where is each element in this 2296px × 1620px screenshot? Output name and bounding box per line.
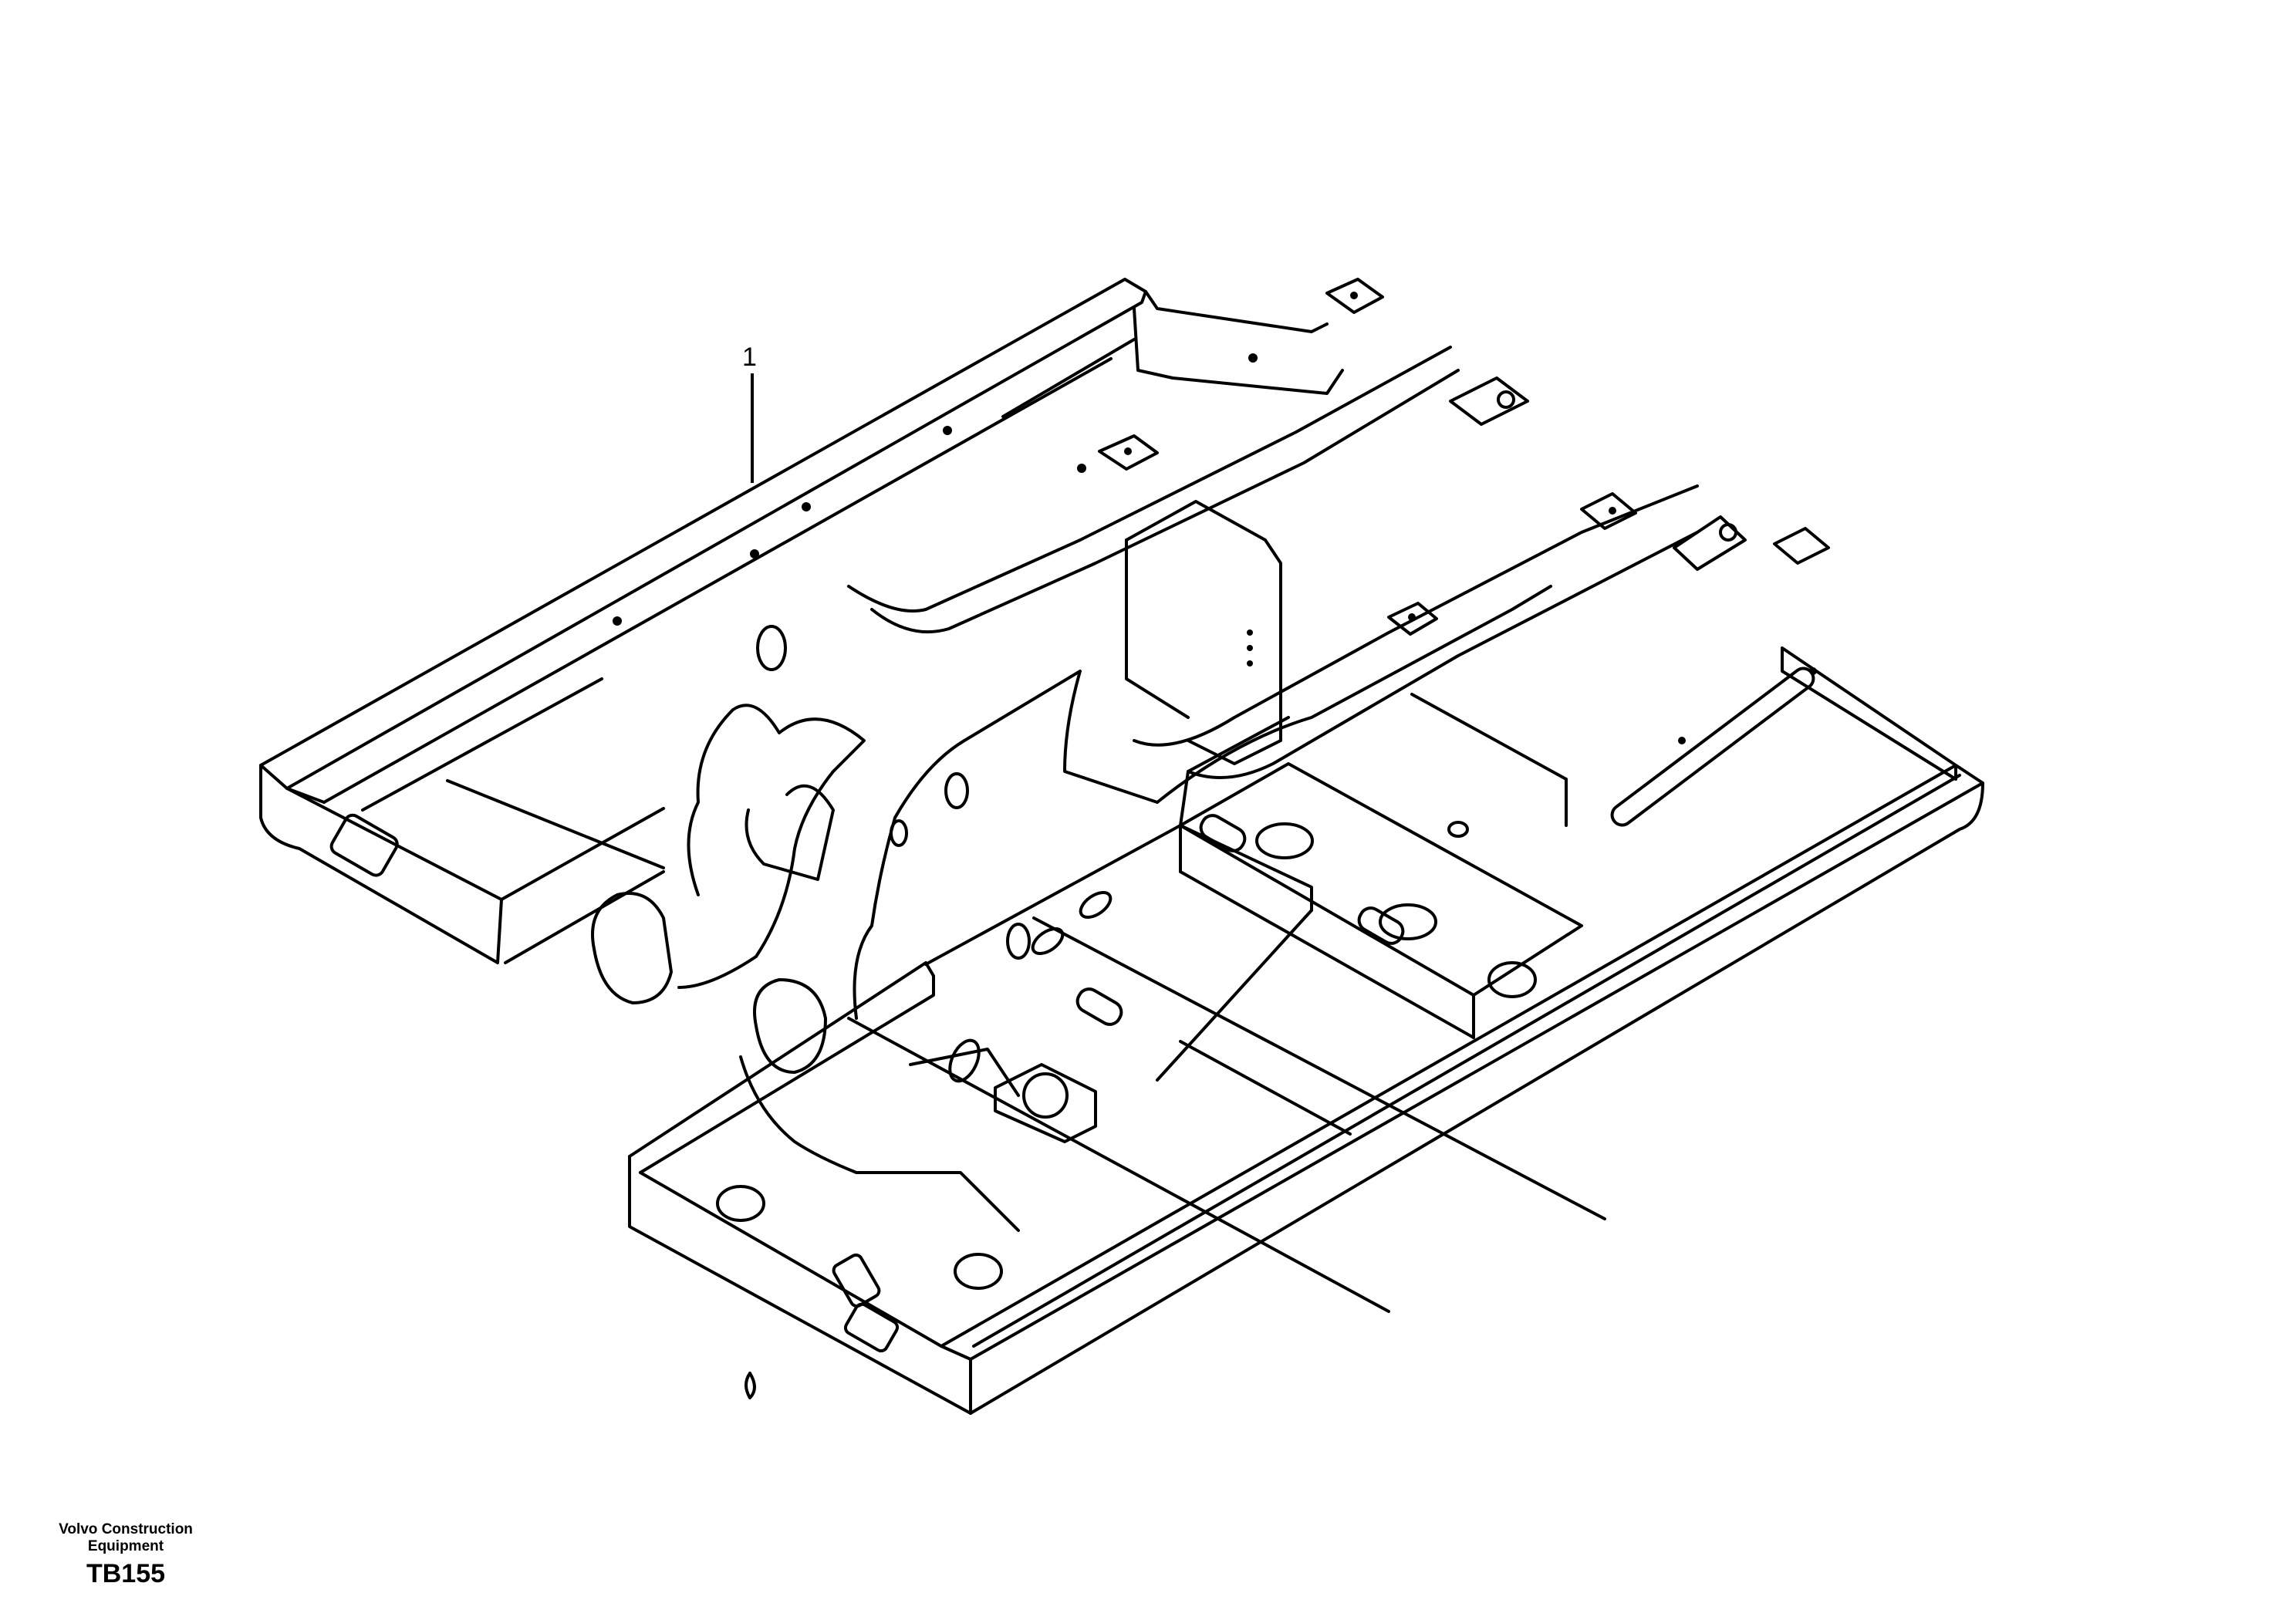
center-deck (847, 716, 1606, 1313)
right-deck (1410, 646, 1957, 838)
swing-motor-mount (948, 987, 1123, 1143)
right-platform (1179, 762, 1583, 1039)
rear-left-rail (259, 278, 1147, 964)
callout-label-1: 1 (742, 343, 757, 372)
figure-code: TB155 (86, 1559, 166, 1588)
bolt-holes (613, 353, 1258, 626)
mounting-brackets (1098, 278, 1830, 636)
brand-line-1: Volvo Construction (59, 1521, 193, 1537)
footer-caption: Volvo Construction Equipment TB155 (45, 1521, 207, 1588)
right-side-rail (940, 764, 1984, 1415)
tie-rails (847, 346, 1699, 804)
front-left-box (628, 961, 1020, 1415)
center-column (1125, 500, 1282, 765)
rear-top-rail (1001, 290, 1344, 418)
boom-foot-bracket (591, 625, 1159, 1074)
callout-leader-line (751, 373, 754, 483)
brand-line-2: Equipment (87, 1538, 164, 1554)
